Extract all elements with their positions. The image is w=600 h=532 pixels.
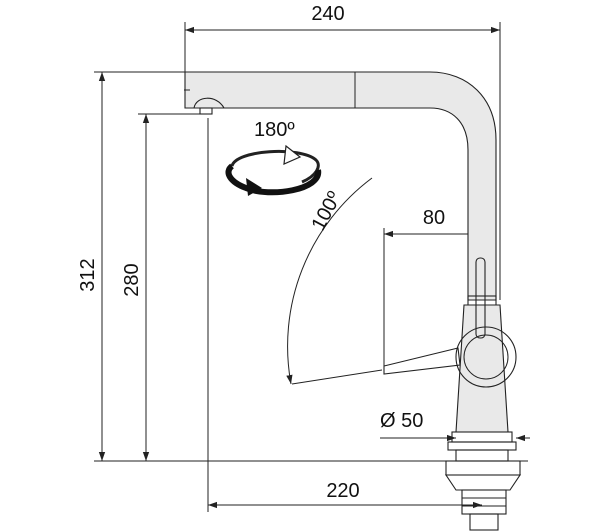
swivel-angle-label: 180º	[254, 119, 295, 141]
spout-height-label: 280	[121, 263, 143, 296]
dimension-spout-height: 280	[121, 113, 200, 461]
swivel-rotation-icon	[225, 144, 322, 196]
dimension-spout-reach: 220	[207, 118, 482, 512]
spout-reach-label: 220	[326, 480, 359, 502]
base-diameter-label: Ø 50	[380, 410, 423, 432]
dimension-lever-reach: 80	[383, 207, 483, 372]
dimension-swivel-angle: 180º	[225, 119, 322, 196]
total-width-label: 240	[311, 3, 344, 25]
faucet-outline	[184, 71, 522, 531]
dimension-base-diameter: Ø 50	[380, 410, 530, 442]
dimension-lever-angle: 100º	[286, 177, 383, 385]
total-height-label: 312	[77, 258, 99, 291]
lever-reach-label: 80	[423, 207, 445, 229]
dimension-total-width: 240	[184, 3, 501, 300]
lever-angle-label: 100º	[307, 187, 346, 234]
